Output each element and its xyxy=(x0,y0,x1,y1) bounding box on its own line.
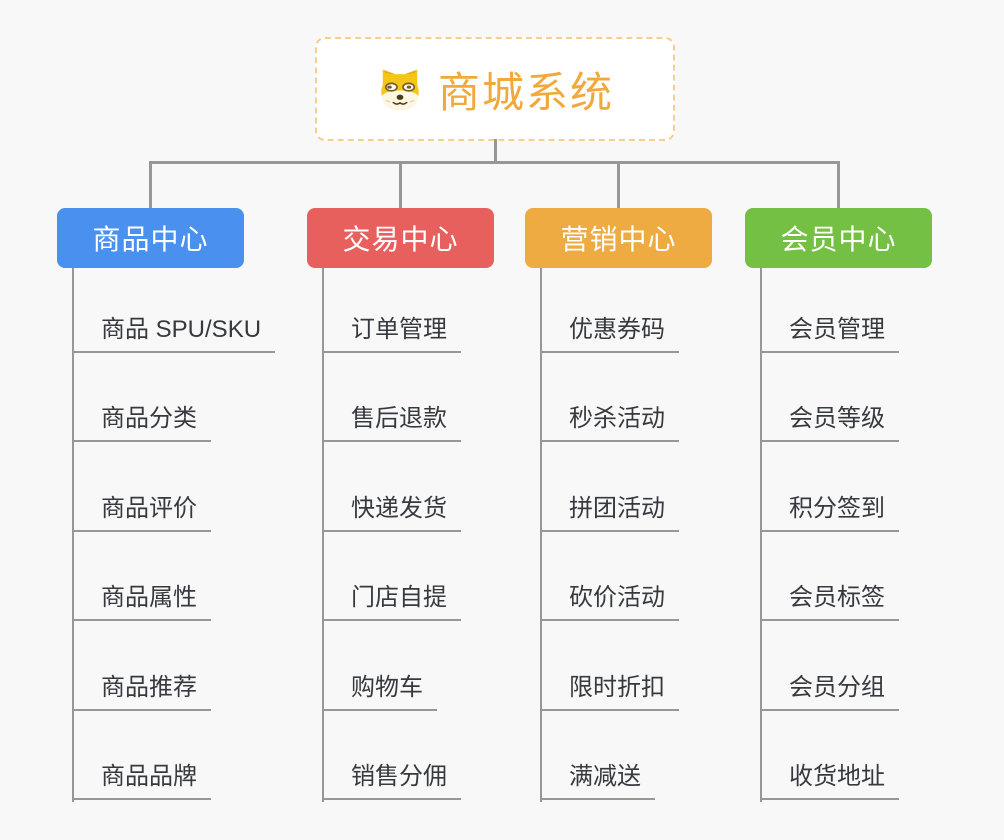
subtopic[interactable]: 秒杀活动 xyxy=(540,404,679,443)
subtopic[interactable]: 满减送 xyxy=(540,762,655,800)
subtopic[interactable]: 售后退款 xyxy=(322,404,461,443)
subtopic[interactable]: 限时折扣 xyxy=(540,673,679,711)
subtopic[interactable]: 快递发货 xyxy=(322,494,461,532)
connector-branch-drop xyxy=(399,161,402,208)
branch-node-label: 会员中心 xyxy=(780,224,897,255)
subtopic[interactable]: 商品品牌 xyxy=(72,762,211,800)
subtopic[interactable]: 商品属性 xyxy=(72,583,211,622)
branch-node-2[interactable]: 交易中心 xyxy=(307,208,494,268)
branch-trunk xyxy=(540,268,542,802)
subtopic[interactable]: 会员分组 xyxy=(760,673,899,711)
subtopic[interactable]: 商品 SPU/SKU xyxy=(72,315,276,353)
connector-rail xyxy=(149,161,840,164)
subtopic[interactable]: 订单管理 xyxy=(322,315,461,353)
subtopic[interactable]: 积分签到 xyxy=(760,494,899,532)
subtopic[interactable]: 砍价活动 xyxy=(540,583,679,622)
subtopic[interactable]: 会员等级 xyxy=(760,404,899,443)
branch-node-label: 营销中心 xyxy=(560,224,677,255)
branch-node-1[interactable]: 商品中心 xyxy=(57,208,244,268)
subtopic[interactable]: 购物车 xyxy=(322,673,437,711)
shiba-dog-icon xyxy=(381,69,419,110)
subtopic[interactable]: 销售分佣 xyxy=(322,762,461,800)
subtopic[interactable]: 商品评价 xyxy=(72,494,211,532)
branch-trunk xyxy=(322,268,324,802)
branch-node-3[interactable]: 营销中心 xyxy=(525,208,712,268)
subtopic[interactable]: 商品推荐 xyxy=(72,673,211,711)
subtopic[interactable]: 商品分类 xyxy=(72,404,211,443)
subtopic[interactable]: 会员标签 xyxy=(760,583,899,622)
branch-trunk xyxy=(760,268,762,802)
connector-branch-drop xyxy=(149,161,152,208)
branch-node-4[interactable]: 会员中心 xyxy=(745,208,932,268)
subtopic[interactable]: 优惠券码 xyxy=(540,315,679,353)
branch-node-label: 商品中心 xyxy=(92,224,209,255)
connector-root-drop xyxy=(493,139,497,164)
root-topic[interactable]: 商城系统 xyxy=(315,37,675,141)
connector-branch-drop xyxy=(837,161,840,208)
subtopic[interactable]: 拼团活动 xyxy=(540,494,679,532)
branch-node-label: 交易中心 xyxy=(342,224,459,255)
connector-branch-drop xyxy=(617,161,620,208)
subtopic[interactable]: 会员管理 xyxy=(760,315,899,353)
subtopic[interactable]: 门店自提 xyxy=(322,583,461,622)
branch-trunk xyxy=(72,268,74,802)
root-topic-label: 商城系统 xyxy=(437,68,614,116)
subtopic[interactable]: 收货地址 xyxy=(760,762,899,800)
